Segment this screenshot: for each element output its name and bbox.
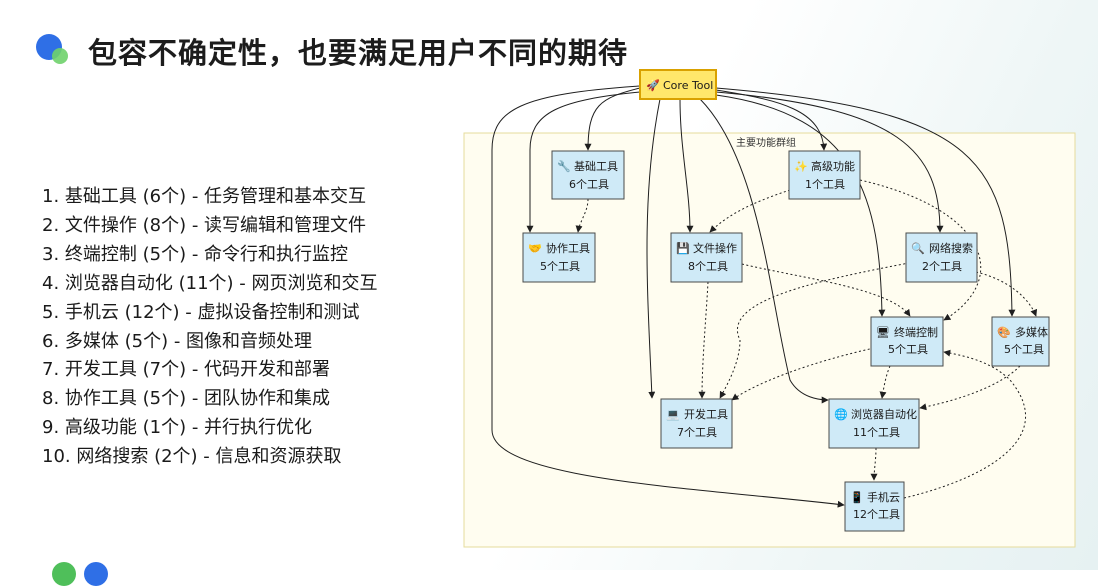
node-count: 5个工具 — [888, 343, 928, 356]
group-label: 主要功能群组 — [736, 136, 796, 149]
green-dot-icon — [52, 562, 76, 586]
footer-dots-icon — [52, 562, 122, 586]
edge-basic-collab — [575, 198, 589, 233]
main-group-box — [463, 132, 1076, 548]
wrench-icon: 🔧 — [557, 159, 571, 173]
page-title: 包容不确定性，也要满足用户不同的期待 — [88, 36, 629, 70]
node-label: 协作工具 — [546, 241, 590, 255]
node-multimedia — [991, 316, 1050, 367]
list-item: 10. 网络搜索 (2个) - 信息和资源获取 — [42, 446, 342, 468]
edge-search-dev — [719, 261, 915, 399]
list-item: 2. 文件操作 (8个) - 读写编辑和管理文件 — [42, 214, 367, 236]
node-basic-tools — [551, 150, 625, 200]
sparkles-icon: ✨ — [794, 160, 808, 173]
blue-dot-icon — [84, 562, 108, 586]
node-count: 2个工具 — [922, 260, 962, 273]
node-label: 基础工具 — [574, 160, 618, 173]
edge-media-browser — [919, 365, 1021, 411]
edge-search-media — [975, 271, 1038, 317]
node-advanced — [788, 150, 861, 200]
rocket-icon: 🚀 — [646, 79, 660, 92]
edge-core-basic — [584, 87, 641, 151]
node-count: 6个工具 — [569, 178, 609, 191]
node-phone-cloud — [844, 481, 905, 532]
edge-core-dev — [646, 98, 661, 399]
node-terminal — [870, 316, 944, 367]
node-label: 终端控制 — [894, 325, 938, 339]
edge-core-media — [715, 87, 1016, 317]
handshake-icon: 🤝 — [528, 242, 542, 255]
globe-icon: 🌐 — [834, 408, 848, 421]
node-browser-automation — [828, 398, 920, 449]
edge-term-dev — [731, 347, 875, 401]
node-core-tool — [639, 69, 717, 100]
node-count: 1个工具 — [805, 178, 845, 191]
node-label: 手机云 — [867, 490, 900, 504]
node-label: 高级功能 — [811, 159, 855, 173]
list-item: 3. 终端控制 (5个) - 命令行和执行监控 — [42, 243, 349, 265]
node-collab-tools — [522, 232, 596, 283]
list-item: 5. 手机云 (12个) - 虚拟设备控制和测试 — [42, 301, 360, 323]
node-label: 浏览器自动化 — [851, 407, 917, 421]
node-label: 开发工具 — [684, 407, 728, 421]
node-file-ops — [670, 232, 743, 283]
node-count: 11个工具 — [853, 426, 900, 439]
edge-core-collab — [526, 91, 641, 233]
edge-file-dev — [698, 281, 709, 399]
list-item: 4. 浏览器自动化 (11个) - 网页浏览和交互 — [42, 272, 378, 294]
list-item: 9. 高级功能 (1个) - 并行执行优化 — [42, 417, 313, 439]
floppy-disk-icon: 💾 — [676, 242, 690, 255]
edge-core-browser — [699, 98, 829, 404]
list-item: 8. 协作工具 (5个) - 团队协作和集成 — [42, 388, 331, 410]
node-dev-tools — [660, 398, 733, 449]
node-count: 7个工具 — [677, 426, 717, 439]
node-label: 网络搜索 — [929, 241, 973, 255]
edge-core-phone — [491, 85, 845, 508]
node-count: 5个工具 — [1004, 343, 1044, 356]
edge-adv-file — [709, 189, 791, 233]
node-count: 12个工具 — [853, 508, 900, 521]
edge-core-file — [679, 98, 694, 233]
node-core-label: Core Tool — [663, 79, 713, 92]
list-item: 6. 多媒体 (5个) - 图像和音频处理 — [42, 330, 313, 352]
laptop-icon: 💻 — [666, 408, 680, 421]
list-item: 1. 基础工具 (6个) - 任务管理和基本交互 — [42, 186, 367, 207]
tool-category-list: 1. 基础工具 (6个) - 任务管理和基本交互 2. 文件操作 (8个) - … — [42, 183, 378, 472]
tool-diagram: 主要功能群组 🚀 Core Tool 🔧 基础工具 6个工具 ✨ 高级功能 1个… — [463, 69, 1076, 548]
node-label: 文件操作 — [693, 241, 737, 255]
edge-core-search — [715, 91, 944, 233]
monitor-icon: 🖥 — [876, 326, 890, 339]
palette-icon: 🎨 — [997, 325, 1011, 339]
node-label: 多媒体 — [1015, 325, 1048, 339]
list-item: 7. 开发工具 (7个) - 代码开发和部署 — [42, 359, 331, 381]
mobile-phone-icon: 📱 — [850, 491, 864, 504]
green-dot-icon — [52, 48, 68, 64]
title-bullet-icon — [36, 34, 76, 74]
node-count: 8个工具 — [688, 260, 728, 273]
node-count: 5个工具 — [540, 260, 580, 273]
node-web-search — [905, 232, 978, 283]
magnifier-icon: 🔍 — [911, 241, 925, 255]
edge-phone-term — [903, 349, 1026, 499]
edge-file-term — [741, 263, 911, 317]
